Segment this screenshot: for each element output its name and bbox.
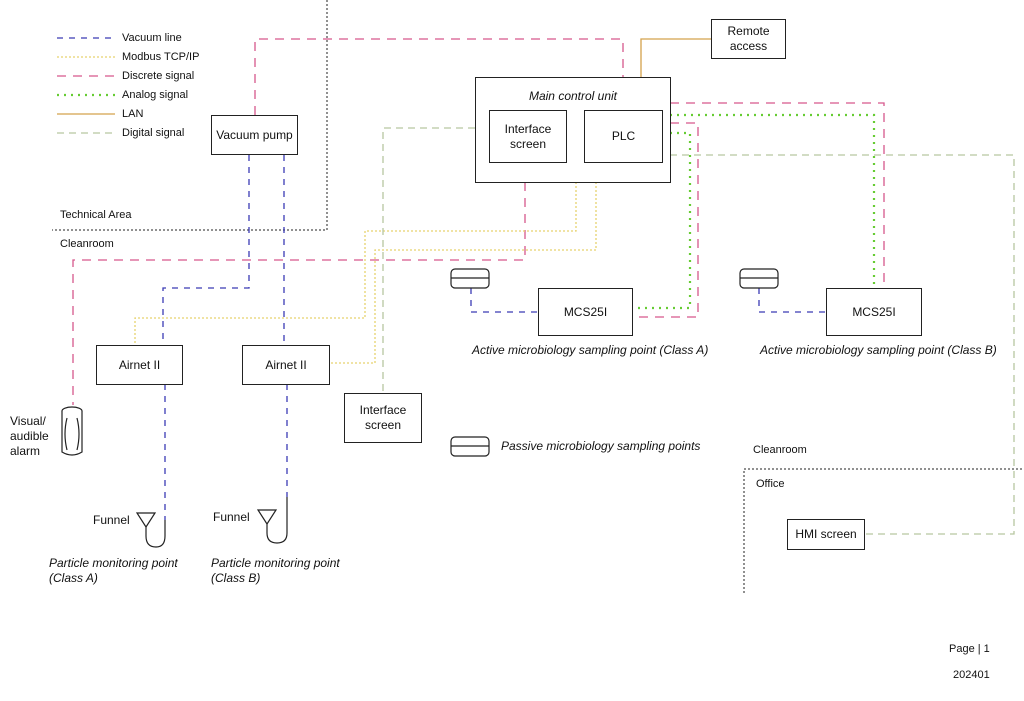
vacuum-line-passive-b [758,288,826,313]
vacuum-line-airnet-a [162,155,250,345]
technical-area-label: Technical Area [60,209,132,221]
discrete-line-alarm [72,182,526,405]
hmi-screen-box: HMI screen [787,519,865,550]
analog-line-mcs-b [670,113,876,287]
particle-a-caption: Particle monitoring point (Class A) [49,556,178,585]
legend-analog-label: Analog signal [122,89,189,101]
remote-access-box: Remote access [711,19,786,59]
mcs-a-box: MCS25I [538,288,633,336]
mcs-b-box: MCS25I [826,288,922,336]
discrete-lines [72,38,885,405]
interface-screen-mcu-box: Interface screen [489,110,567,163]
legend-lines [57,37,115,134]
interface-screen-cleanroom-box: Interface screen [344,393,422,443]
airnet-b-label: Airnet II [265,357,307,372]
cleanroom-label: Cleanroom [60,238,114,250]
vacuum-line-passive-a [470,288,538,313]
airnet-b-box: Airnet II [242,345,330,385]
area-boundaries [52,0,1022,594]
vacuum-pump-label: Vacuum pump [216,127,293,142]
active-b-caption: Active microbiology sampling point (Clas… [760,343,997,357]
particle-b-caption: Particle monitoring point (Class B) [211,556,340,585]
legend-modbus-label: Modbus TCP/IP [122,51,200,63]
digital-line-cleanroom-screen [382,127,475,393]
legend-digital-label: Digital signal [122,127,185,139]
analog-lines [632,113,876,310]
office-boundary [743,468,1022,594]
modbus-line-airnet-b [330,182,597,364]
analog-line-mcs-a [632,131,692,310]
digital-lines [382,127,1015,535]
legend-vacuum-label: Vacuum line [122,32,182,44]
mcs-b-label: MCS25I [852,304,896,319]
remote-access-label: Remote access [727,24,770,53]
discrete-line-mcs-b [670,102,885,287]
airnet-a-box: Airnet II [96,345,183,385]
alarm-icon [61,406,83,456]
plc-label: PLC [611,129,636,143]
active-a-caption: Active microbiology sampling point (Clas… [472,343,709,357]
plc-box: PLC [584,110,663,163]
document-code: 202401 [953,669,990,681]
funnel-b-label: Funnel [213,510,250,524]
office-label: Office [756,478,785,490]
legend-discrete-label: Discrete signal [122,70,195,82]
mcs-a-label: MCS25I [563,304,608,319]
vacuum-lines [162,155,826,520]
airnet-a-label: Airnet II [118,357,161,372]
visual-alarm-label: Visual/ audible alarm [10,414,49,458]
lan-line [640,38,711,77]
cleanroom-label-right: Cleanroom [753,444,807,456]
technical-area-boundary [52,0,328,231]
main-control-unit-label: Main control unit [528,89,618,103]
passive-caption: Passive microbiology sampling points [501,439,701,453]
vacuum-pump-box: Vacuum pump [211,115,298,155]
legend-lan-label: LAN [122,108,144,120]
modbus-lines [134,182,597,364]
discrete-line-pump [254,38,624,115]
passive-sampling-icons [450,268,779,457]
page-number: Page | 1 [949,643,990,655]
interface-screen-cleanroom-label: Interface screen [359,403,407,432]
funnel-icon-b [256,497,288,544]
hmi-screen-label: HMI screen [795,527,857,541]
interface-screen-mcu-label: Interface screen [504,121,552,151]
digital-line-hmi [670,154,1015,535]
modbus-line-airnet-a [134,182,577,345]
funnel-a-label: Funnel [93,513,130,527]
funnel-icon-a [135,512,166,548]
